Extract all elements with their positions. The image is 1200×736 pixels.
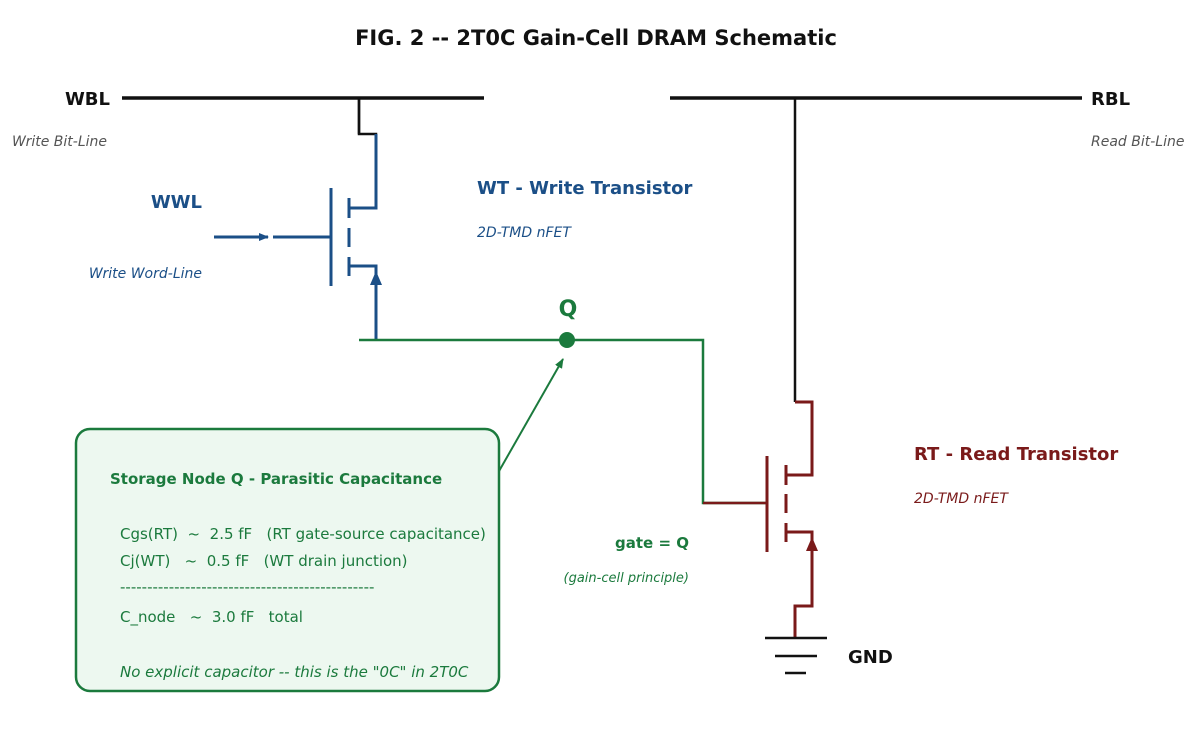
rbl-sublabel: Read Bit-Line (1091, 134, 1184, 150)
rt-label: RT - Read Transistor (914, 444, 1118, 465)
wt-source-wire (349, 264, 378, 308)
wwl-sublabel: Write Word-Line (89, 266, 202, 282)
gate-sublabel: (gain-cell principle) (564, 571, 689, 586)
storage-box-frame (74, 427, 501, 693)
storage-box-title: Storage Node Q - Parasitic Capacitance (110, 470, 442, 488)
storage-box-separator: ----------------------------------------… (120, 578, 374, 596)
node-q-label: Q (559, 297, 578, 322)
figure-title: FIG. 2 -- 2T0C Gain-Cell DRAM Schematic (355, 26, 837, 50)
gate-label: gate = Q (615, 534, 689, 552)
wt-label: WT - Write Transistor (477, 178, 693, 199)
wbl-label: WBL (65, 89, 110, 110)
rt-source-wire (786, 530, 814, 638)
ground-icon (765, 636, 827, 675)
rt-source-arrow-icon (806, 537, 818, 551)
wbl-sublabel: Write Bit-Line (12, 134, 107, 150)
wt-sublabel: 2D-TMD nFET (477, 225, 572, 241)
write-transistor (214, 98, 382, 340)
storage-box-note: No explicit capacitor -- this is the "0C… (120, 663, 469, 681)
storage-node-q-dot (559, 332, 575, 348)
storage-box-line-cj: Cj(WT) ~ 0.5 fF (WT drain junction) (120, 552, 408, 570)
rt-sublabel: 2D-TMD nFET (914, 491, 1009, 507)
storage-box-line-total: C_node ~ 3.0 fF total (120, 608, 303, 627)
wwl-label: WWL (151, 192, 202, 213)
storage-info-box: Storage Node Q - Parasitic Capacitance C… (74, 427, 501, 693)
storage-box-line-cgs: Cgs(RT) ~ 2.5 fF (RT gate-source capacit… (120, 525, 486, 543)
read-transistor (703, 98, 818, 638)
rt-drain-wire (786, 400, 814, 477)
wt-drain-wire-top (349, 98, 378, 210)
wt-source-arrow-icon (370, 271, 382, 285)
gnd-label: GND (848, 647, 893, 668)
wt-drain-wire (349, 134, 378, 210)
rbl-label: RBL (1091, 89, 1130, 110)
